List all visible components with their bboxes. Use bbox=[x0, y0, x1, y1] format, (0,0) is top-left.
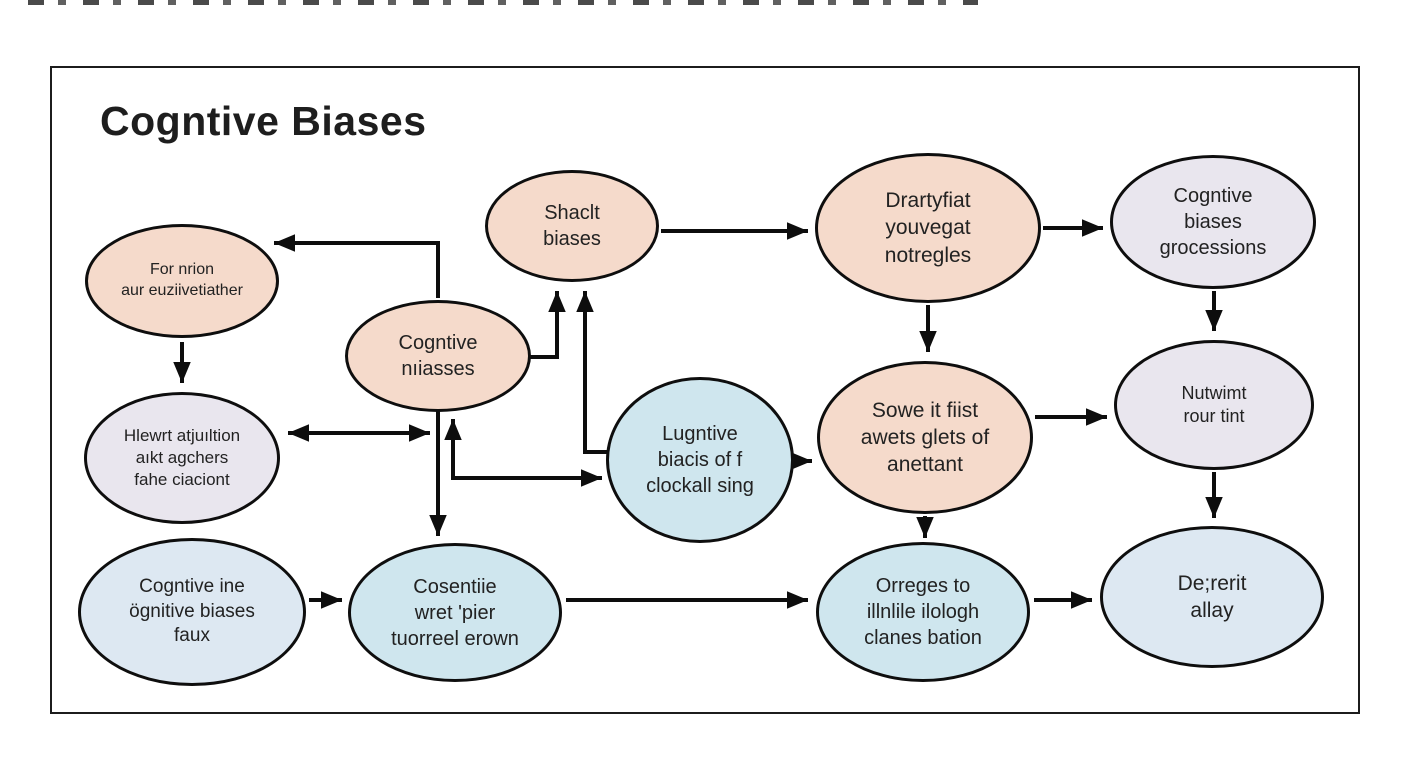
page-title: Cogntive Biases bbox=[100, 98, 427, 144]
node-shaclt: Shaclt biases bbox=[485, 170, 659, 282]
edge-lugntive-to-shaclt bbox=[576, 291, 608, 454]
edge-niiasses-to-fornrion bbox=[274, 234, 440, 298]
node-sowe: Sowe it fiist awets glets of anettant bbox=[817, 361, 1033, 514]
top-edge-artifact bbox=[28, 0, 978, 5]
edge-niiasses-to-shaclt bbox=[530, 291, 566, 359]
node-lugntive: Lugntive biacis of f clockall sing bbox=[606, 377, 794, 543]
node-cosentiie: Cosentiie wret 'pier tuorreel erown bbox=[348, 543, 562, 682]
edge-lugntive-niiasses-double bbox=[444, 419, 602, 487]
node-nutwimt: Nutwimt rour tint bbox=[1114, 340, 1314, 470]
node-dererit: De;rerit allay bbox=[1100, 526, 1324, 668]
node-for-nrion: For nrion aur euziivetiather bbox=[85, 224, 279, 338]
node-hlewrt: Hlewrt atjuıltion aıkt agchers fahe ciac… bbox=[84, 392, 280, 524]
node-cogntive-niiasses: Cogntive nıiasses bbox=[345, 300, 531, 412]
node-cogntive-ine: Cogntive ine ögnitive biases faux bbox=[78, 538, 306, 686]
node-drartyfiat: Drartyfiat youvegat notregles bbox=[815, 153, 1041, 303]
node-orreges: Orreges to illnlile ilologh clanes batio… bbox=[816, 542, 1030, 682]
node-grocessions: Cogntive biases grocessions bbox=[1110, 155, 1316, 289]
